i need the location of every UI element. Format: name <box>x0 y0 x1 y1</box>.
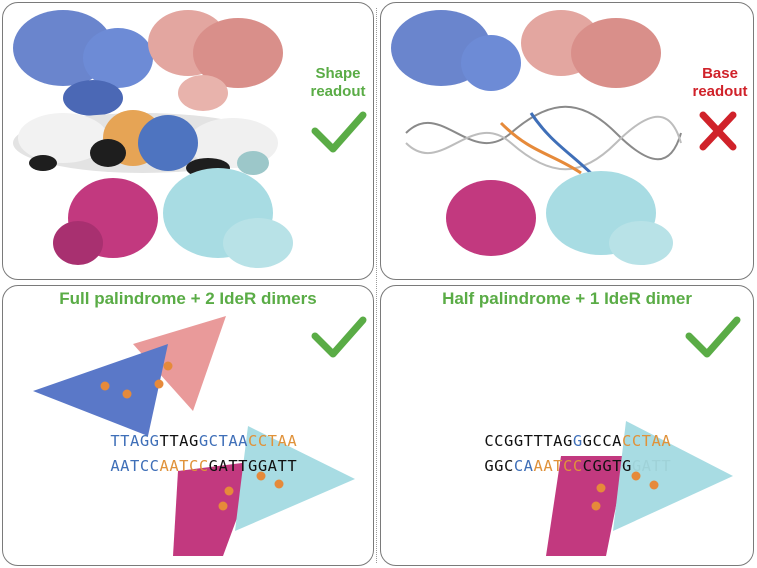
label-line-1: Shape <box>315 65 361 82</box>
cyan-monomer-bottom <box>546 171 673 265</box>
iron-site <box>596 483 606 493</box>
blue-triangle <box>33 344 168 436</box>
seq-segment: GATT <box>631 457 672 475</box>
iron-site <box>100 381 110 391</box>
seq-segment: GGC <box>484 457 514 475</box>
protein-dna-surface-illustration <box>13 10 367 268</box>
full-palindrome-schematic <box>33 316 367 556</box>
iron-site <box>122 389 132 399</box>
iron-site <box>631 471 641 481</box>
label-line-1: Base <box>702 65 738 82</box>
dna-surface <box>13 110 278 178</box>
dna-sequence-bottom: GGCCAAATCCCGGTGGATT <box>445 439 671 493</box>
cyan-monomer-bottom <box>163 168 293 268</box>
iron-site <box>163 361 173 371</box>
magenta-monomer-bottom <box>53 178 158 265</box>
salmon-monomer-top <box>148 10 283 111</box>
iron-site <box>154 379 164 389</box>
magenta-triangle <box>173 461 258 556</box>
blue-monomer-top <box>13 10 153 116</box>
label-line-2: readout <box>692 83 748 100</box>
seq-segment: GGATT <box>248 457 298 475</box>
seq-segment: GCCA <box>582 432 622 450</box>
seq-segment: GATT <box>208 457 248 475</box>
seq-segment: TTAGG <box>110 432 160 450</box>
seq-segment: G <box>572 432 583 450</box>
dna-helix <box>405 105 682 180</box>
cross-icon <box>699 111 737 151</box>
seq-segment: AATCC <box>110 457 160 475</box>
dna-sequence-top: CCGGTTTAGGGCCACCTAA <box>445 414 671 468</box>
seq-segment: CCTAA <box>248 432 298 450</box>
iron-site <box>218 501 228 511</box>
check-icon <box>311 316 367 358</box>
check-icon <box>685 316 741 358</box>
shape-readout-label: Shape readout <box>303 65 373 101</box>
iron-site <box>256 471 266 481</box>
protein-dna-cartoon-illustration <box>391 10 737 265</box>
magenta-triangle <box>546 456 626 556</box>
panel-divider <box>376 8 377 563</box>
half-palindrome-schematic <box>546 316 741 556</box>
dna-sequence-top: TTAGGTTAGGCTAACCTAA <box>71 414 297 468</box>
salmon-triangle <box>133 316 226 411</box>
label-line-2: readout <box>310 83 366 100</box>
panel-title: Half palindrome + 1 IdeR dimer <box>442 289 692 308</box>
panel-title: Full palindrome + 2 IdeR dimers <box>59 289 317 308</box>
blue-monomer-top <box>391 10 521 91</box>
iron-site <box>224 486 234 496</box>
seq-segment: CCGGTTTAG <box>484 432 573 450</box>
seq-segment: TTAG <box>159 432 199 450</box>
iron-site <box>274 479 284 489</box>
seq-segment: AATCC <box>159 457 209 475</box>
salmon-monomer-top <box>521 10 661 88</box>
cyan-triangle <box>235 426 355 531</box>
iron-site <box>649 480 659 490</box>
dna-sequence-bottom: AATCCAATCCGATTGGATT <box>71 439 297 493</box>
half-palindrome-panel: Half palindrome + 1 IdeR dimer CCGGTTTAG… <box>380 285 754 566</box>
seq-segment: CGGTG <box>582 457 632 475</box>
shape-readout-panel: Shape readout <box>2 2 374 280</box>
cyan-triangle <box>613 421 733 531</box>
base-readout-label: Base readout <box>686 65 753 101</box>
base-readout-panel: Base readout <box>380 2 754 280</box>
check-icon <box>311 111 367 153</box>
seq-segment: CA <box>513 457 534 475</box>
magenta-monomer-bottom <box>446 180 536 256</box>
seq-segment: AATCC <box>533 457 583 475</box>
full-palindrome-panel: Full palindrome + 2 IdeR dimers TTAGGTTA… <box>2 285 374 566</box>
seq-segment: CCTAA <box>622 432 672 450</box>
iron-site <box>591 501 601 511</box>
seq-segment: GCTAA <box>198 432 248 450</box>
